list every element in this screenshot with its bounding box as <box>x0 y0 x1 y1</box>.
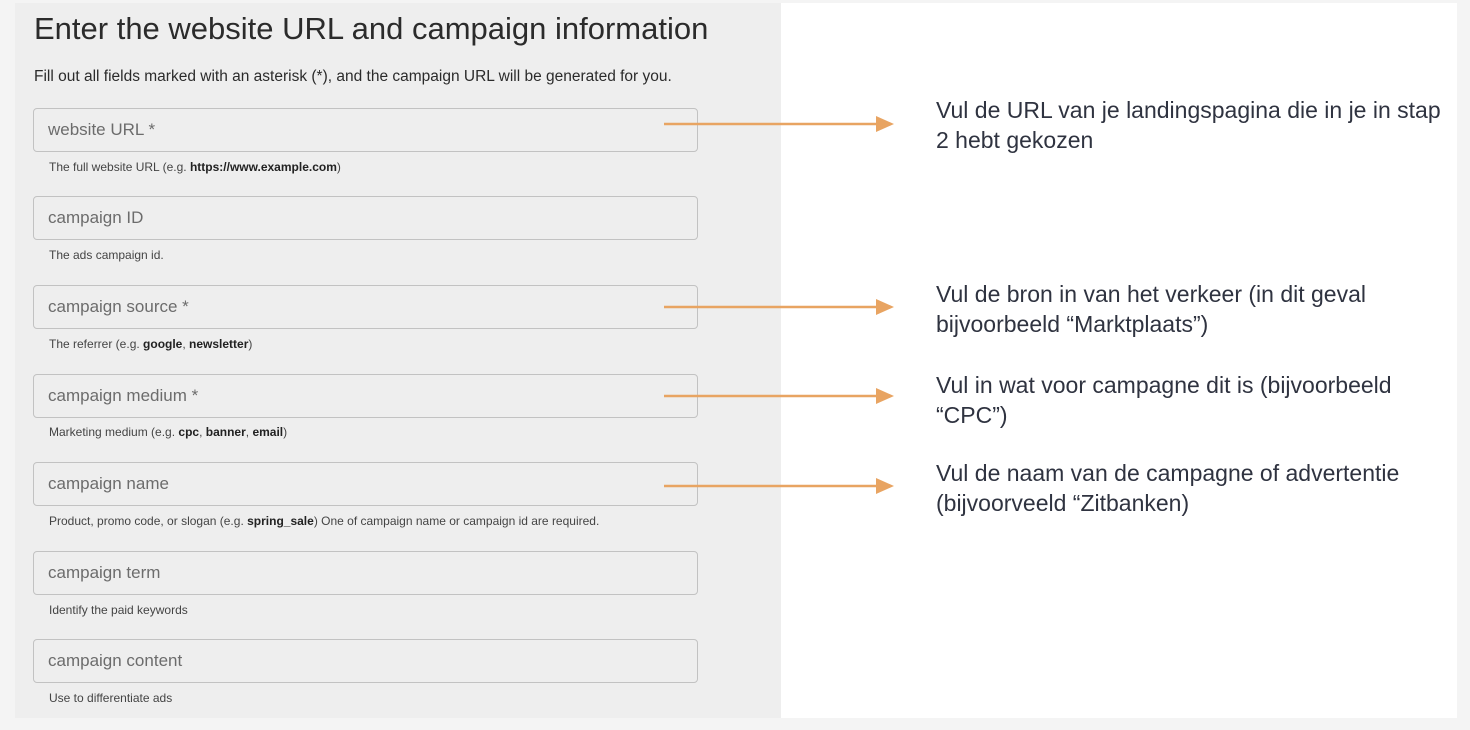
hint-text: ) One of campaign name or campaign id ar… <box>313 514 600 528</box>
hint-separator: , <box>199 425 206 439</box>
hint-example: email <box>252 425 284 439</box>
hint-text: ) <box>336 160 341 174</box>
campaign-name-hint: Product, promo code, or slogan (e.g. spr… <box>49 514 599 528</box>
campaign-name-input[interactable] <box>34 463 697 505</box>
campaign-id-field[interactable] <box>33 196 698 240</box>
campaign-content-hint: Use to differentiate ads <box>49 691 173 705</box>
hint-text: ) <box>248 337 253 351</box>
campaign-content-input[interactable] <box>34 640 697 682</box>
annotation-campaign-medium: Vul in wat voor campagne dit is (bijvoor… <box>936 372 1392 428</box>
arrow-right-icon <box>664 388 894 404</box>
hint-example: banner <box>205 425 246 439</box>
hint-text: The referrer (e.g. <box>49 337 144 351</box>
campaign-medium-hint: Marketing medium (e.g. cpc, banner, emai… <box>49 425 287 439</box>
hint-text: ) <box>283 425 288 439</box>
website-url-hint: The full website URL (e.g. https://www.e… <box>49 160 341 174</box>
website-url-field[interactable] <box>33 108 698 152</box>
annotation-website-url: Vul de URL van je landingspagina die in … <box>936 97 1441 153</box>
hint-example: https://www.example.com <box>189 160 337 174</box>
hint-example: spring_sale <box>247 514 314 528</box>
arrow-right-icon <box>664 478 894 494</box>
campaign-term-field[interactable] <box>33 551 698 595</box>
form-subtitle: Fill out all fields marked with an aster… <box>34 68 672 85</box>
campaign-id-input[interactable] <box>34 197 697 239</box>
hint-text: The full website URL (e.g. <box>49 160 190 174</box>
hint-text: Product, promo code, or slogan (e.g. <box>49 514 248 528</box>
campaign-id-hint: The ads campaign id. <box>49 248 164 262</box>
campaign-name-field[interactable] <box>33 462 698 506</box>
website-url-input[interactable] <box>34 109 697 151</box>
arrow-right-icon <box>664 299 894 315</box>
hint-example: cpc <box>178 425 200 439</box>
hint-example: newsletter <box>189 337 249 351</box>
campaign-source-field[interactable] <box>33 285 698 329</box>
campaign-term-hint: Identify the paid keywords <box>49 603 188 617</box>
campaign-source-hint: The referrer (e.g. google, newsletter) <box>49 337 252 351</box>
campaign-content-field[interactable] <box>33 639 698 683</box>
arrow-right-icon <box>664 116 894 132</box>
annotation-campaign-source: Vul de bron in van het verkeer (in dit g… <box>936 281 1367 337</box>
form-title: Enter the website URL and campaign infor… <box>34 11 709 46</box>
hint-text: Marketing medium (e.g. <box>49 425 179 439</box>
campaign-source-input[interactable] <box>34 286 697 328</box>
hint-separator: , <box>245 425 253 439</box>
hint-separator: , <box>182 337 190 351</box>
hint-example: google <box>143 337 183 351</box>
campaign-medium-field[interactable] <box>33 374 698 418</box>
campaign-term-input[interactable] <box>34 552 697 594</box>
campaign-medium-input[interactable] <box>34 375 697 417</box>
annotation-campaign-name: Vul de naam van de campagne of advertent… <box>936 460 1400 516</box>
